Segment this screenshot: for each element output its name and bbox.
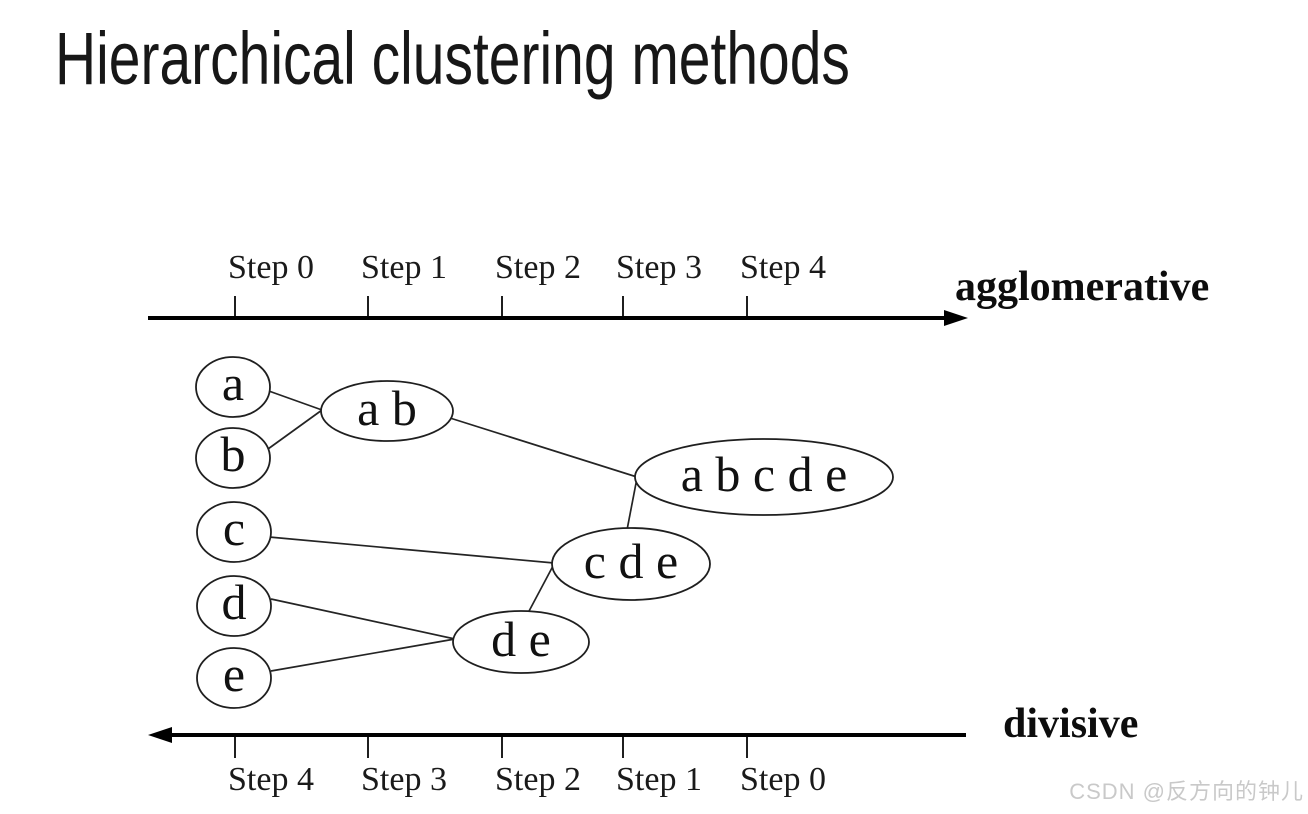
link-cde-abcde [626, 477, 638, 531]
cluster-label-c: c [223, 500, 245, 556]
link-b-ab [267, 409, 323, 450]
link-a-ab [265, 389, 323, 411]
bottom-step-label-3: Step 1 [616, 761, 702, 798]
cluster-label-a: a [222, 355, 244, 411]
top-step-label-0: Step 0 [228, 249, 314, 286]
link-de-cde [527, 565, 554, 614]
left-arrowhead-icon [148, 727, 172, 743]
link-e-de [270, 638, 456, 672]
link-ab-abcde [449, 417, 638, 478]
top-step-label-4: Step 4 [740, 249, 826, 286]
cluster-ellipse-b: b [195, 426, 271, 489]
cluster-label-cde: c d e [584, 533, 678, 589]
bottom-step-label-2: Step 2 [495, 761, 581, 798]
agglomerative-label: agglomerative [955, 264, 1209, 310]
merge-links [265, 389, 638, 672]
cluster-ellipse-de: d e [452, 610, 590, 674]
csdn-watermark: CSDN @反方向的钟儿 [1069, 779, 1304, 804]
cluster-ellipse-c: c [196, 500, 272, 563]
cluster-label-ab: a b [357, 380, 417, 436]
right-arrowhead-icon [944, 310, 968, 326]
cluster-label-d: d [222, 574, 247, 630]
cluster-label-abcde: a b c d e [681, 446, 848, 502]
page-title: Hierarchical clustering methods [55, 17, 850, 100]
cluster-ellipse-e: e [196, 646, 272, 709]
bottom-step-label-1: Step 3 [361, 761, 447, 798]
link-c-cde [268, 536, 555, 564]
cluster-nodes: a b c d e a b d e c d e [195, 355, 894, 709]
cluster-ellipse-ab: a b [320, 380, 454, 442]
divisive-label: divisive [1003, 701, 1138, 747]
top-step-label-2: Step 2 [495, 249, 581, 286]
cluster-ellipse-d: d [196, 574, 272, 637]
cluster-label-de: d e [491, 611, 551, 667]
cluster-label-b: b [221, 426, 246, 482]
cluster-ellipse-abcde: a b c d e [634, 438, 894, 516]
bottom-step-label-0: Step 4 [228, 761, 314, 798]
cluster-ellipse-a: a [195, 355, 271, 418]
top-step-label-3: Step 3 [616, 249, 702, 286]
top-step-label-1: Step 1 [361, 249, 447, 286]
bottom-axis: Step 4 Step 3 Step 2 Step 1 Step 0 divis… [148, 701, 1138, 798]
cluster-ellipse-cde: c d e [551, 527, 711, 601]
bottom-step-label-4: Step 0 [740, 761, 826, 798]
link-d-de [270, 598, 456, 640]
top-axis: Step 0 Step 1 Step 2 Step 3 Step 4 agglo… [148, 249, 1209, 326]
cluster-label-e: e [223, 646, 245, 702]
